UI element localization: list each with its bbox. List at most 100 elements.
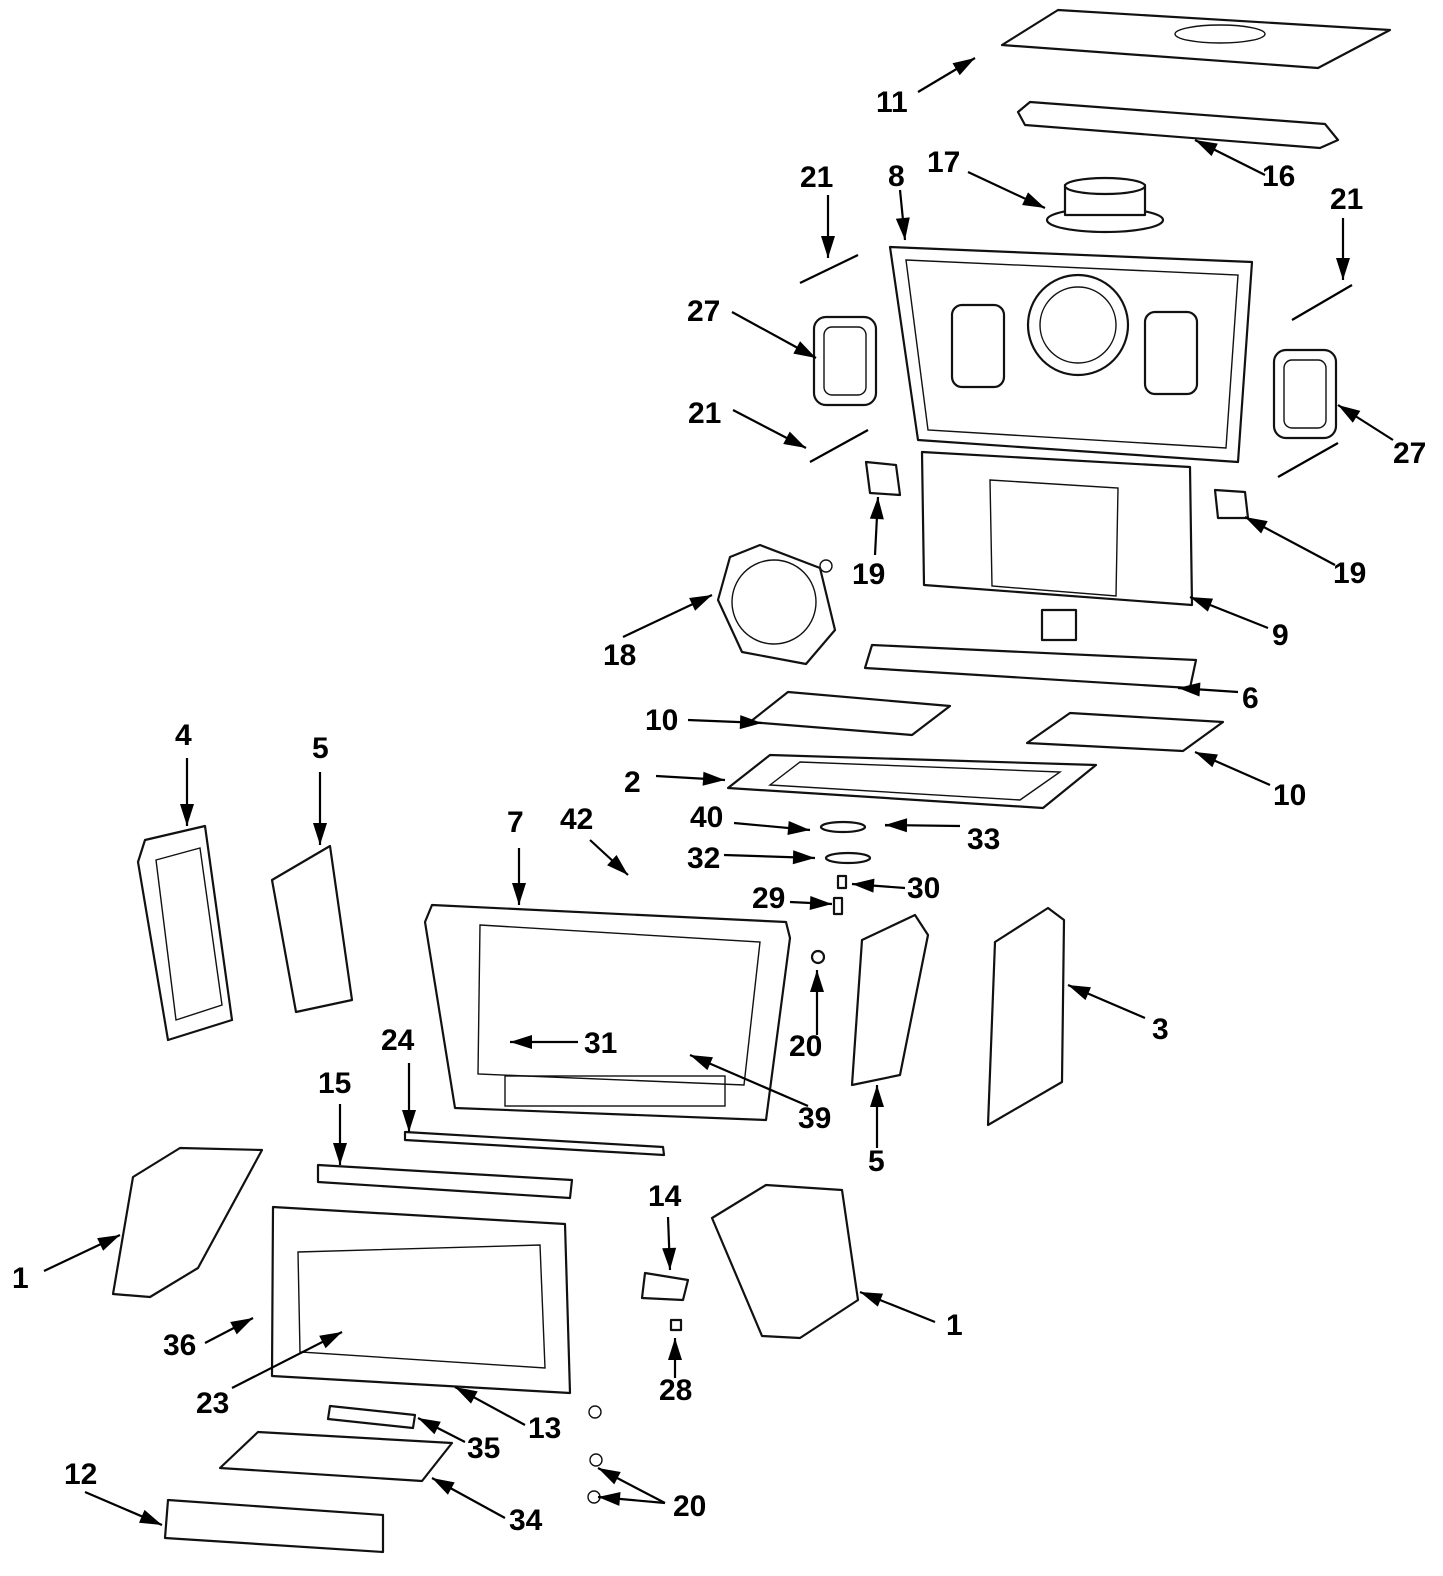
leader-arrowhead-41 [432, 1478, 455, 1495]
part-gasket-left [812, 315, 878, 407]
leader-arrowhead-21 [792, 850, 815, 865]
part-drawings [111, 8, 1392, 1554]
part-clip-left [864, 460, 902, 497]
part-back-wall-tab [1040, 608, 1078, 642]
callout-5-b: 5 [868, 1145, 885, 1178]
part-nut-28 [669, 1318, 683, 1332]
part-ring-20-b [589, 1453, 603, 1467]
callout-20-a: 20 [789, 1030, 822, 1063]
callout-9: 9 [1272, 619, 1289, 652]
callout-39: 39 [798, 1102, 831, 1135]
callout-29: 29 [752, 882, 785, 915]
part-clip-right [1213, 488, 1250, 520]
leader-lines [43, 57, 1394, 1527]
part-rod-lower-left [809, 429, 869, 463]
leader-arrowhead-22 [852, 878, 875, 893]
callout-19-b: 19 [1333, 557, 1366, 590]
part-ash-frame-inner [768, 761, 1063, 801]
callout-40: 40 [690, 801, 723, 834]
callout-8: 8 [888, 160, 905, 193]
callout-42: 42 [560, 803, 593, 836]
part-right-side-panel-5 [850, 913, 930, 1087]
leader-arrowhead-29 [510, 1035, 532, 1049]
callout-7: 7 [507, 806, 524, 839]
part-door-13 [270, 1205, 572, 1395]
leader-arrowhead-37 [319, 1332, 342, 1349]
part-top-plate-hole [1174, 24, 1266, 44]
callout-28: 28 [659, 1374, 692, 1407]
leader-arrowhead-35 [860, 1292, 884, 1307]
part-flange-hole [731, 559, 817, 645]
part-left-side-panel-4 [136, 824, 234, 1042]
leader-arrowhead-6 [783, 431, 806, 448]
callout-18: 18 [603, 639, 636, 672]
part-flange [716, 543, 837, 666]
leader-arrowhead-14 [739, 715, 762, 730]
part-strip-35 [326, 1404, 417, 1430]
part-bar-24 [403, 1130, 666, 1157]
part-lip-12 [163, 1498, 385, 1554]
part-flue-collar-top [1063, 176, 1147, 196]
leader-arrowhead-27 [1068, 985, 1091, 1001]
leader-arrowhead-15 [1195, 752, 1218, 768]
leader-arrowhead-8 [1338, 405, 1361, 423]
leader-arrowhead-16 [702, 771, 725, 786]
part-grate-left [748, 690, 952, 737]
leader-arrowhead-12 [1190, 597, 1214, 612]
callout-36: 36 [163, 1329, 196, 1362]
callout-35: 35 [467, 1432, 500, 1465]
leader-arrowhead-28 [810, 970, 824, 992]
callout-5-a: 5 [312, 732, 329, 765]
part-back-wall [920, 450, 1194, 607]
callout-labels: 11 16 17 8 21 21 21 27 27 19 19 18 9 6 1… [12, 86, 1426, 1537]
callout-15: 15 [318, 1067, 351, 1100]
callout-23: 23 [196, 1387, 229, 1420]
leader-arrowhead-39 [668, 1338, 682, 1360]
leader-arrowhead-17 [787, 821, 810, 835]
part-rail [863, 643, 1198, 690]
callout-21-c: 21 [688, 397, 721, 430]
part-rear-panel-flue-ring [1026, 273, 1130, 377]
part-pin-30 [836, 874, 848, 890]
leader-arrowhead-1 [1195, 140, 1218, 157]
part-back-wall-window [989, 479, 1119, 597]
leader-arrowhead-20 [512, 883, 526, 905]
callout-3: 3 [1152, 1013, 1169, 1046]
callout-1-b: 1 [946, 1309, 963, 1342]
leader-arrowhead-30 [690, 1055, 713, 1071]
leader-arrowhead-43 [598, 1468, 621, 1485]
part-bracket-14 [640, 1271, 690, 1302]
callout-11: 11 [876, 86, 908, 119]
part-gasket-left-inner [823, 326, 867, 396]
callout-34: 34 [509, 1504, 543, 1537]
callout-1-a: 1 [12, 1262, 29, 1295]
callout-16: 16 [1262, 160, 1295, 193]
leader-arrowhead-4 [821, 236, 835, 258]
leader-arrowhead-0 [952, 58, 975, 76]
callout-24: 24 [381, 1024, 415, 1057]
leader-arrowhead-31 [402, 1110, 416, 1132]
leader-arrowhead-42 [139, 1509, 162, 1525]
part-knob-20 [810, 949, 826, 965]
callout-14: 14 [648, 1180, 682, 1213]
callout-2: 2 [624, 766, 641, 799]
part-ash-pan-34 [218, 1430, 454, 1483]
part-firebox-frame [423, 903, 792, 1122]
callout-10-b: 10 [1273, 779, 1306, 812]
leader-arrowhead-33 [662, 1247, 677, 1270]
leader-arrowhead-23 [809, 895, 832, 910]
callout-21-a: 21 [800, 161, 833, 194]
callout-20-b: 20 [673, 1490, 706, 1523]
part-rod-upper-left [799, 254, 859, 284]
leader-arrowhead-7 [793, 341, 816, 358]
part-leg-left [111, 1146, 264, 1299]
callout-12: 12 [64, 1458, 97, 1491]
part-ring-20-a [588, 1405, 602, 1419]
part-side-cover-3 [986, 906, 1066, 1127]
part-rear-panel-inner [905, 259, 1239, 449]
part-rod-upper-right [1291, 284, 1353, 321]
part-gasket-right-inner [1283, 359, 1327, 429]
part-handle-32 [824, 851, 872, 865]
callout-33: 33 [967, 823, 1000, 856]
callout-17: 17 [927, 146, 960, 179]
